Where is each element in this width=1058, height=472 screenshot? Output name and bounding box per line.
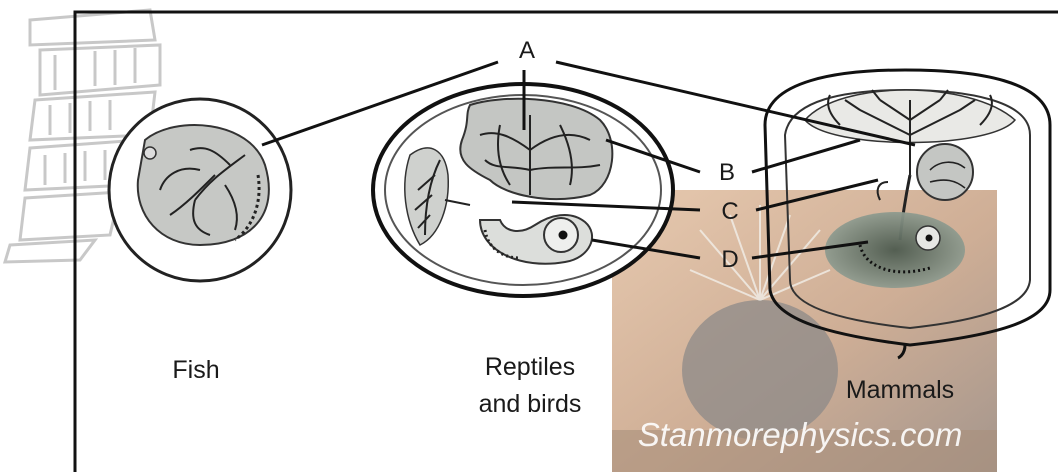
label-d: D <box>721 246 738 273</box>
fish-embryo <box>109 99 291 281</box>
group-label-fish: Fish <box>172 356 219 384</box>
label-a: A <box>519 37 535 64</box>
group-label-reptiles: Reptiles <box>485 353 575 381</box>
label-b: B <box>719 159 735 186</box>
label-c: C <box>721 198 738 225</box>
leader-b-mammal <box>752 140 860 172</box>
group-label-and-birds: and birds <box>479 390 582 418</box>
group-label-mammals: Mammals <box>846 376 954 404</box>
watermark-text: Stanmorephysics.com <box>638 416 963 453</box>
